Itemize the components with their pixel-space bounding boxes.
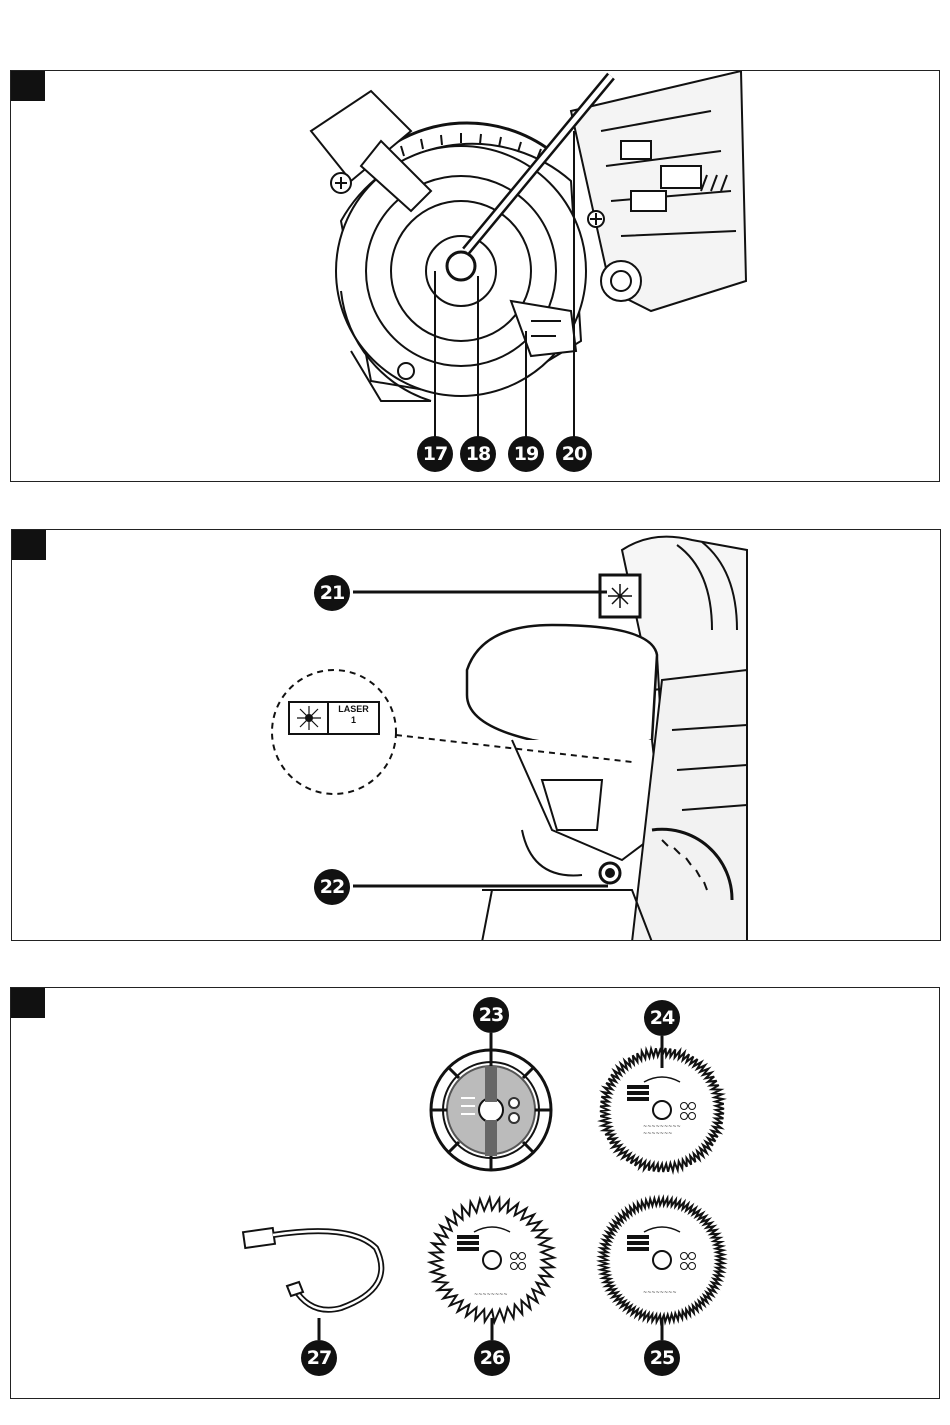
callout-18: 18: [460, 436, 496, 472]
callout-23: 23: [473, 997, 509, 1033]
svg-text:~~~~~~~~~: ~~~~~~~~~: [643, 1124, 681, 1130]
laser-switch-illustration: [12, 530, 941, 941]
laser-class-label: LASER 1: [328, 704, 379, 726]
laser-label-line2: 1: [328, 715, 379, 726]
coarse-tooth-blade-26: [430, 1198, 554, 1322]
svg-text:~~~~~~~~: ~~~~~~~~: [474, 1292, 508, 1298]
flexible-hose-accessory: [243, 1228, 381, 1310]
figure-panel-1: 17 18 19 20: [10, 70, 940, 482]
callout-21: 21: [314, 575, 350, 611]
accessory-blades-illustration: ~~~~~~~~~ ~~~~~~~ ~~~~~~~~ ~~~~~~~~: [11, 988, 940, 1399]
callout-26: 26: [474, 1340, 510, 1376]
callout-24: 24: [644, 1000, 680, 1036]
callout-20: 20: [556, 436, 592, 472]
callout-22: 22: [314, 869, 350, 905]
figure-panel-2: LASER 1 21 22: [11, 529, 941, 941]
diamond-cutting-disc: [431, 1050, 551, 1170]
saw-blade-guard-illustration: [11, 71, 940, 482]
figure-panel-3: ~~~~~~~~~ ~~~~~~~ ~~~~~~~~ ~~~~~~~~ 23 2…: [10, 987, 940, 1399]
fine-tooth-blade-25: [600, 1198, 724, 1322]
svg-text:~~~~~~~~: ~~~~~~~~: [643, 1290, 677, 1296]
laser-label-line1: LASER: [328, 704, 379, 715]
callout-17: 17: [417, 436, 453, 472]
callout-19: 19: [508, 436, 544, 472]
svg-text:~~~~~~~: ~~~~~~~: [643, 1131, 672, 1137]
callout-27: 27: [301, 1340, 337, 1376]
callout-25: 25: [644, 1340, 680, 1376]
